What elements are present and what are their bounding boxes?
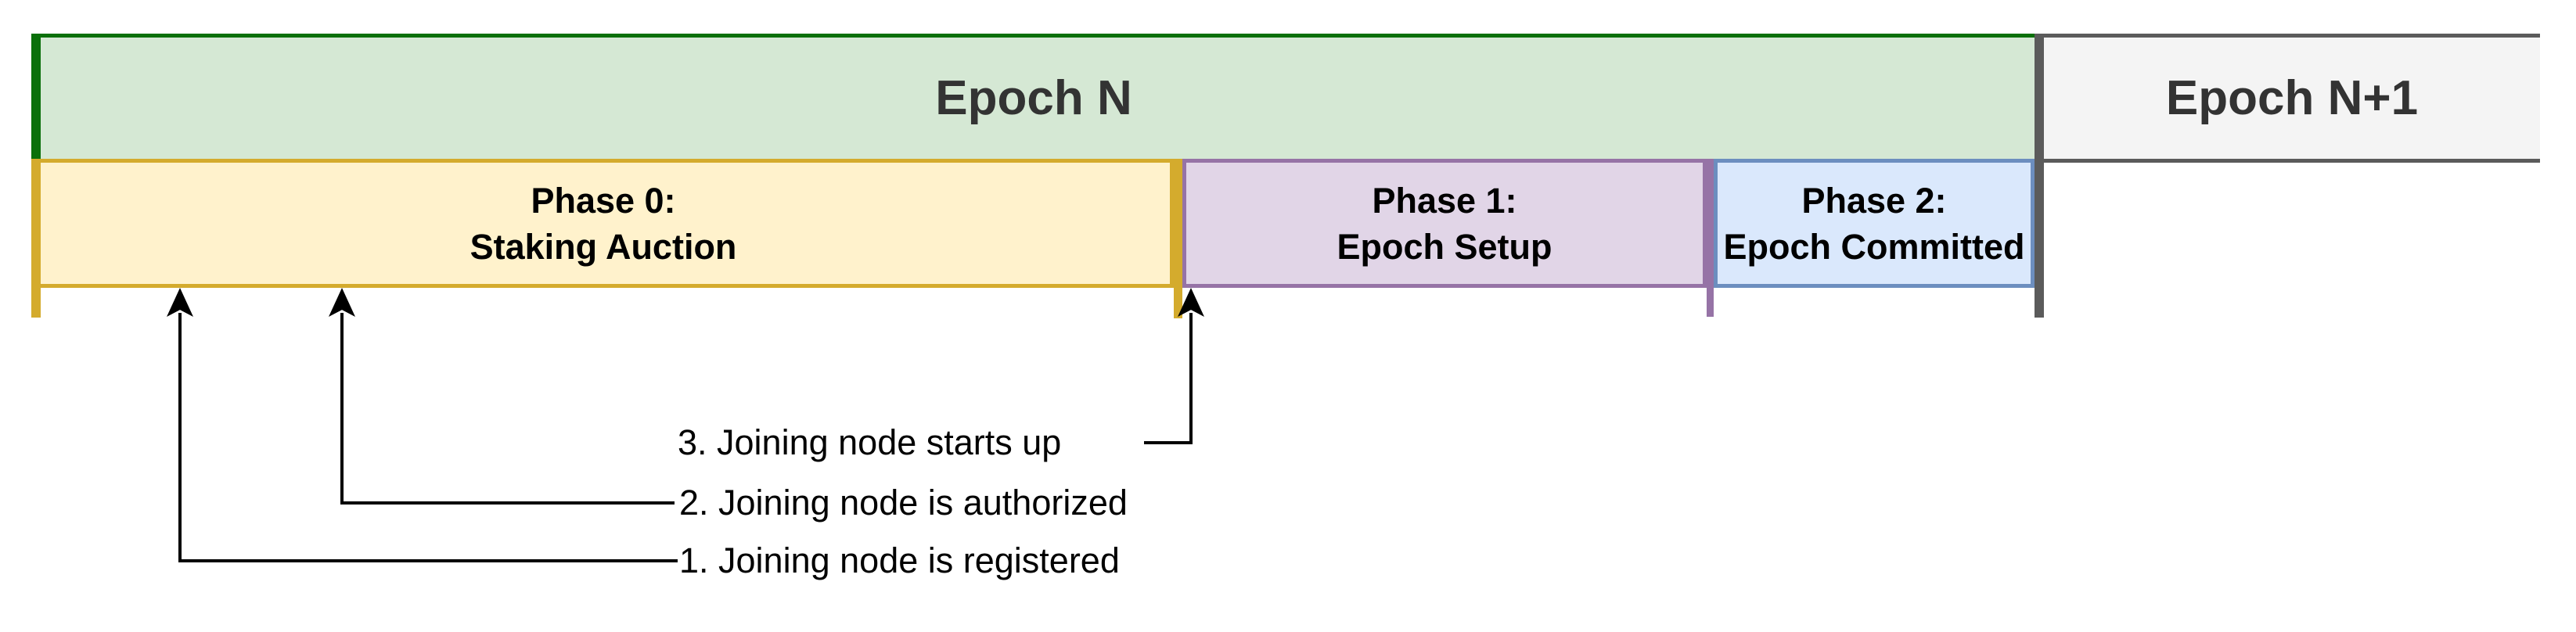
phase-1-title: Phase 1: [1372,180,1517,221]
phase-2-subtitle: Epoch Committed [1723,226,2025,267]
epoch-n-label: Epoch N [935,71,1132,125]
phase-0-subtitle: Staking Auction [470,226,737,267]
phase-1-subtitle: Epoch Setup [1337,226,1552,267]
arrow-3-stem [1189,313,1193,444]
arrow-1-stem [178,313,182,562]
annotation-3-label: 3. Joining node starts up [678,422,1062,462]
epoch-start-boundary-line [31,34,41,159]
phase-1-end-boundary-line [1707,159,1714,317]
annotation-1-label: 1. Joining node is registered [679,540,1120,580]
phase-0-bar: Phase 0: Staking Auction [33,159,1174,288]
phase-0-end-boundary-line [1174,159,1182,318]
epoch-n-plus-1-label: Epoch N+1 [2165,71,2419,125]
annotation-2-leader-line [340,501,675,505]
epoch-n-bar: Epoch N [33,34,2035,159]
annotation-2-label: 2. Joining node is authorized [679,483,1128,522]
phase-0-start-boundary-line [31,159,41,318]
epoch-n-plus-1-bar: Epoch N+1 [2044,34,2540,163]
phase-1-bar: Phase 1: Epoch Setup [1182,159,1707,288]
phase-2-title: Phase 2: [1801,180,1947,221]
annotation-3-leader-line [1144,441,1193,444]
annotation-1-leader-line [178,559,678,562]
epoch-boundary-divider-line [2035,34,2044,318]
phase-2-bar: Phase 2: Epoch Committed [1714,159,2035,288]
arrow-2-stem [340,313,344,505]
phase-0-title: Phase 0: [531,180,676,221]
